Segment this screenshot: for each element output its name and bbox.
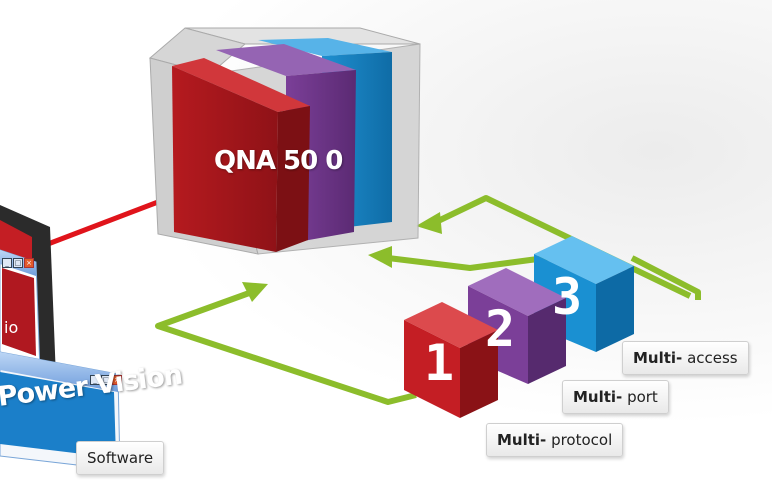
back-window-text: io [4,318,19,337]
module-number-1: 1 [424,334,455,392]
feature-text: port [622,388,658,406]
arrowheads [242,212,442,302]
minimize-icon[interactable]: _ [90,375,100,385]
maximize-icon[interactable]: □ [13,258,23,268]
close-icon[interactable]: × [24,258,34,268]
feature-label-port: Multi- port [562,380,669,414]
maximize-icon[interactable]: □ [101,375,111,385]
feature-bold: Multi- [497,431,547,449]
close-icon[interactable]: × [112,375,122,385]
qna-module-red [172,58,310,252]
qna-device-label: QNA 50 0 [214,146,343,176]
power-vision-window-controls: _ □ × [90,375,122,385]
minimize-icon[interactable]: _ [2,258,12,268]
module-block-1 [404,302,498,418]
power-vision-window [0,351,121,471]
feature-label-access: Multi- access [622,341,749,375]
feature-bold: Multi- [573,388,623,406]
module-block-3 [534,236,634,352]
module-number-2: 2 [485,300,516,358]
feature-text: protocol [546,431,613,449]
back-window-controls: _ □ × [2,258,34,268]
software-caption: Software [76,441,165,475]
feature-text: access [682,349,738,367]
feature-label-protocol: Multi- protocol [486,423,624,457]
module-number-3: 3 [552,268,583,326]
feature-bold: Multi- [633,349,683,367]
network-link [47,199,159,247]
